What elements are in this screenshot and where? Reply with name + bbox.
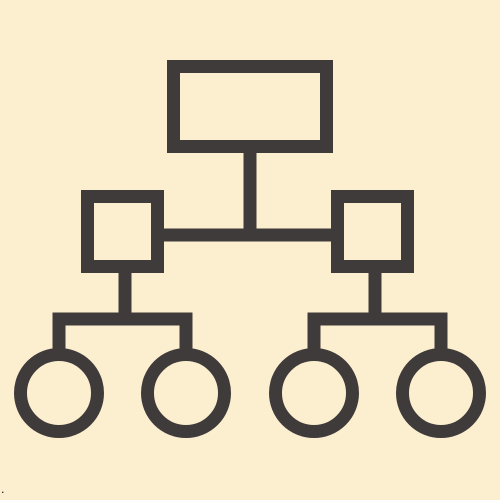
corner-dot-mark: . [1, 483, 5, 496]
left-subtree-bracket [52, 312, 193, 352]
leaf-node-3-circle [269, 348, 359, 438]
leaf-node-1-circle [14, 348, 104, 438]
leaf-node-4-circle [396, 348, 486, 438]
right-subtree-bracket [307, 312, 448, 352]
leaf-node-2-circle [141, 348, 231, 438]
